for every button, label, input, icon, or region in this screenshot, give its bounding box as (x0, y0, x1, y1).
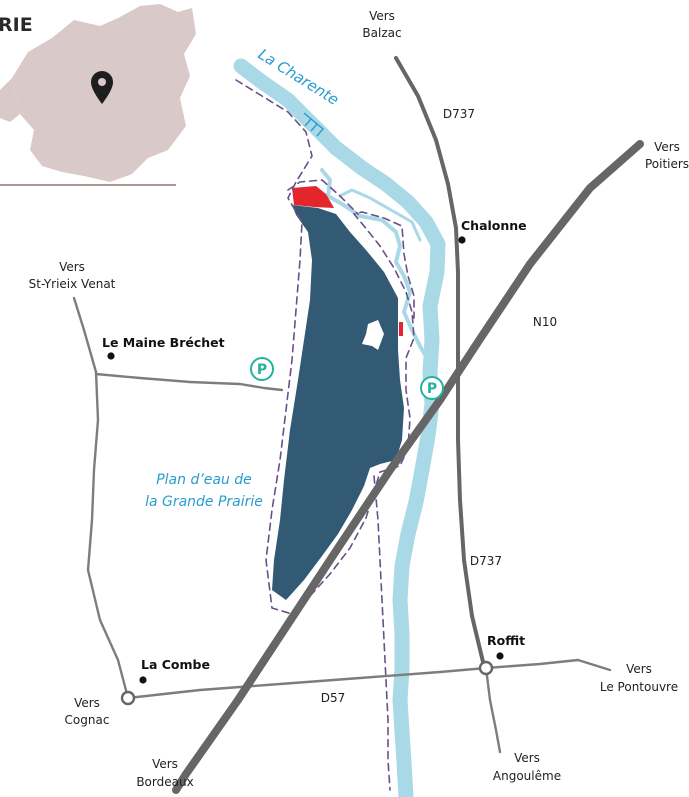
place-label-la-combe[interactable]: La Combe (141, 657, 210, 672)
road-le-maine-brechet (94, 372, 284, 392)
direction-poitiers-line2: Poitiers (645, 157, 689, 171)
road-label-d737-south: D737 (470, 554, 502, 568)
road-d57 (126, 658, 612, 700)
lake-body (272, 205, 404, 600)
road-n10 (172, 140, 644, 794)
parking-symbol: P (427, 381, 437, 397)
lake-label-line2: la Grande Prairie (145, 494, 263, 510)
beach-area (292, 186, 334, 208)
parking-west[interactable]: P (250, 357, 274, 381)
parking-icon (420, 376, 444, 400)
direction-st-yrieix-line1: Vers (59, 260, 85, 274)
roundabout-cognac (120, 690, 136, 706)
parking-east[interactable]: P (420, 376, 444, 400)
place-dot-la-combe (139, 676, 147, 684)
direction-balzac-line2: Balzac (362, 26, 401, 40)
place-label-chalonne[interactable]: Chalonne (461, 218, 527, 233)
road-d737 (394, 56, 486, 668)
place-dot-chalonne (458, 236, 466, 244)
direction-balzac-line1: Vers (369, 9, 395, 23)
trail-north-link (287, 179, 359, 215)
direction-angouleme-line2: Angoulême (493, 769, 561, 783)
parking-symbol: P (257, 362, 267, 378)
location-marker-icon (91, 71, 113, 104)
direction-angouleme-line1: Vers (514, 751, 540, 765)
road-label-n10: N10 (533, 315, 557, 329)
direction-bordeaux-line1: Vers (152, 757, 178, 771)
lake-label-line1: Plan d’eau de (156, 472, 252, 488)
beach-small-marker (399, 322, 403, 336)
place-label-roffit[interactable]: Roffit (487, 633, 525, 648)
place-dot-roffit (496, 652, 504, 660)
lake-plan-d-eau (272, 186, 404, 600)
place-label-le-maine-brechet[interactable]: Le Maine Bréchet (102, 335, 225, 350)
parking-icon (250, 357, 274, 381)
roundabout-roffit (478, 660, 494, 676)
direction-le-pontouvre-line2: Le Pontouvre (600, 680, 678, 694)
minor-roads (72, 296, 612, 754)
road-st-yrieix (72, 296, 130, 700)
road-label-d57: D57 (321, 691, 346, 705)
direction-cognac-line1: Vers (74, 696, 100, 710)
road-angouleme (484, 666, 502, 754)
inset-title-fragment: RIE (0, 14, 33, 36)
trail-south (373, 475, 391, 791)
road-label-d737-north: D737 (443, 107, 475, 121)
river-la-charente (233, 58, 446, 797)
department-outline-left (0, 78, 20, 122)
lake-island (362, 320, 384, 350)
place-dot-le-maine-brechet (107, 352, 115, 360)
direction-le-pontouvre-line1: Vers (626, 662, 652, 676)
direction-bordeaux-line2: Bordeaux (136, 775, 193, 789)
river-flow-arrows-icon (303, 112, 324, 137)
direction-st-yrieix-line2: St-Yrieix Venat (29, 277, 116, 291)
direction-poitiers-line1: Vers (654, 140, 680, 154)
inset-locator-map: RIE (0, 4, 196, 186)
direction-cognac-line2: Cognac (65, 713, 110, 727)
